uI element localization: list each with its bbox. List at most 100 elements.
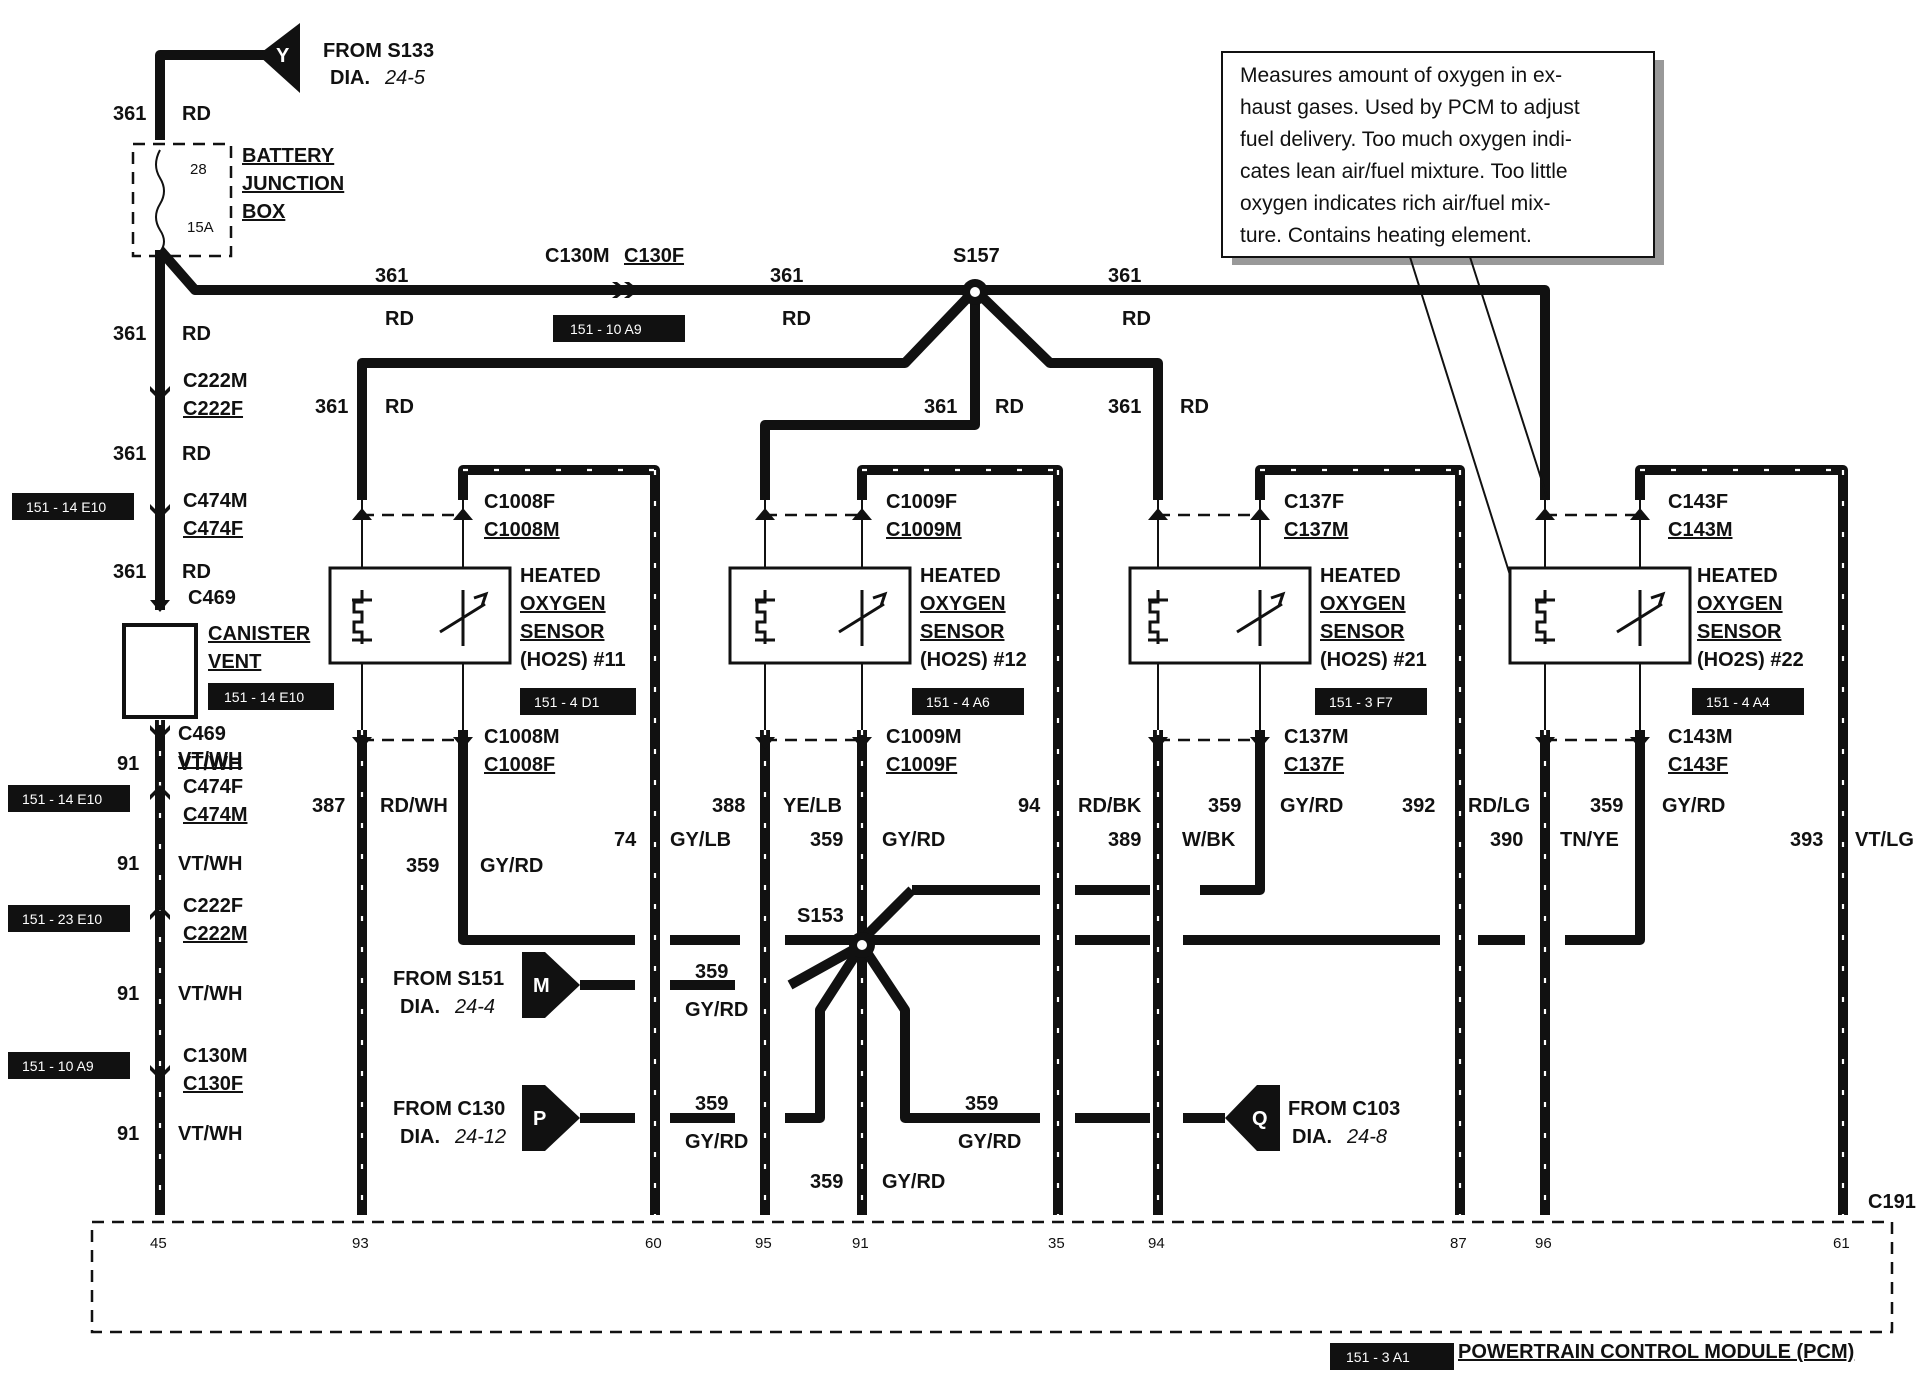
lbl-c474f: C474F — [183, 518, 243, 540]
lbl-gyrd: GY/RD — [685, 999, 748, 1021]
pin-label: 94 — [1148, 1235, 1165, 1252]
pin-label: 45 — [150, 1235, 167, 1252]
lbl-vtwh: VT/WH — [178, 983, 242, 1005]
pin-label: 96 — [1535, 1235, 1552, 1252]
lbl-gyrd: GY/RD — [958, 1131, 1021, 1153]
lbl-361: 361 — [1108, 396, 1141, 418]
lbl-rd: RD — [182, 103, 211, 125]
fuse-icon — [155, 149, 165, 253]
ref-tag: 151 - 4 D1 — [534, 694, 600, 710]
ho2s22-num: (HO2S) #22 — [1697, 649, 1804, 671]
lbl-c137m: C137M — [1284, 519, 1348, 541]
wire-361-ho2s21 — [971, 286, 1163, 500]
lbl-rd: RD — [182, 323, 211, 345]
lbl-c1009m: C1009M — [886, 519, 962, 541]
lbl-359: 359 — [965, 1093, 998, 1115]
source-p-label: FROM C130 — [393, 1098, 505, 1120]
pin-label: 91 — [852, 1235, 869, 1252]
lbl-gyrd: GY/RD — [480, 855, 543, 877]
ref-tag: 151 - 14 E10 — [224, 689, 304, 705]
lbl-c1008m: C1008M — [484, 726, 560, 748]
ho2s22-l1: HEATED — [1697, 565, 1778, 587]
lbl-vtwh: VT/WH — [178, 753, 242, 775]
splice-s157-dot — [970, 287, 980, 297]
wire-s153-m — [787, 940, 865, 990]
lbl-359: 359 — [810, 1171, 843, 1193]
lbl-c130m: C130M — [183, 1045, 247, 1067]
lbl-rdwh: RD/WH — [380, 795, 448, 817]
ho2s22-box — [1508, 566, 1692, 665]
note-line-2: haust gases. Used by PCM to adjust — [1240, 96, 1580, 119]
reference-tags: 151 - 10 A9 151 - 14 E10 151 - 14 E10 15… — [8, 315, 1804, 1370]
lbl-vtlg: VT/LG — [1855, 829, 1914, 851]
lbl-rdlg: RD/LG — [1468, 795, 1530, 817]
lbl-rd: RD — [182, 443, 211, 465]
ho2s12-l1: HEATED — [920, 565, 1001, 587]
lbl-c474f: C474F — [183, 776, 243, 798]
lbl-c1009f: C1009F — [886, 754, 957, 776]
lbl-361: 361 — [375, 265, 408, 287]
source-top-label: FROM S133 — [323, 40, 434, 62]
ref-tag: 151 - 3 F7 — [1329, 694, 1393, 710]
lbl-392: 392 — [1402, 795, 1435, 817]
c474-mark-top — [150, 504, 170, 519]
pcm-outline — [90, 1220, 1894, 1334]
lbl-rd: RD — [995, 396, 1024, 418]
lbl-s157: S157 — [953, 245, 1000, 267]
ho2s11-l1: HEATED — [520, 565, 601, 587]
ref-tag: 151 - 10 A9 — [570, 321, 642, 337]
note-line-6: ture. Contains heating element. — [1240, 224, 1532, 247]
lbl-c1008f: C1008F — [484, 491, 555, 513]
heater-and-sensor-icons — [352, 590, 1666, 646]
ho2s12-num: (HO2S) #12 — [920, 649, 1027, 671]
lbl-rd: RD — [385, 308, 414, 330]
c474-mark-bottom — [150, 785, 170, 800]
lbl-359: 359 — [695, 961, 728, 983]
lbl-rd: RD — [1180, 396, 1209, 418]
pin-label: 61 — [1833, 1235, 1850, 1252]
lbl-c143m: C143M — [1668, 726, 1732, 748]
ho2s12-box — [728, 566, 912, 665]
lbl-rdbk: RD/BK — [1078, 795, 1142, 817]
lbl-91: 91 — [117, 853, 139, 875]
fuse-amps: 15A — [187, 219, 214, 236]
lbl-361: 361 — [1108, 265, 1141, 287]
lbl-c143f: C143F — [1668, 754, 1728, 776]
lbl-wbk: W/BK — [1182, 829, 1236, 851]
lbl-c130f: C130F — [183, 1073, 243, 1095]
lbl-gyrd: GY/RD — [685, 1131, 748, 1153]
flag-m — [522, 952, 580, 1018]
connector-marks — [150, 282, 639, 1080]
source-q-label: FROM C103 — [1288, 1098, 1400, 1120]
lbl-91: 91 — [117, 753, 139, 775]
source-q-dia-prefix: DIA. — [1292, 1126, 1332, 1148]
ho2s22-l3: SENSOR — [1697, 621, 1782, 643]
lbl-94: 94 — [1018, 795, 1041, 817]
bus-359-21c — [858, 886, 916, 944]
lbl-c474m: C474M — [183, 804, 247, 826]
connector-dashes — [362, 513, 1640, 742]
c469-mark-bottom — [150, 725, 170, 740]
lbl-c1008f: C1008F — [484, 754, 555, 776]
lbl-389: 389 — [1108, 829, 1141, 851]
c222-mark-bottom — [150, 905, 170, 920]
bjb-outline — [131, 142, 233, 258]
source-m-dia-prefix: DIA. — [400, 996, 440, 1018]
source-m-label: FROM S151 — [393, 968, 504, 990]
wires — [155, 50, 1848, 1215]
lbl-393: 393 — [1790, 829, 1823, 851]
source-q-dia: 24-8 — [1346, 1126, 1387, 1148]
lbl-yelb: YE/LB — [783, 795, 842, 817]
flag-m-letter: M — [533, 975, 550, 997]
lbl-361: 361 — [113, 323, 146, 345]
lbl-c222f: C222F — [183, 398, 243, 420]
c469-arrow-top — [150, 600, 170, 612]
ho2s-sensors — [328, 500, 1692, 749]
lbl-361: 361 — [315, 396, 348, 418]
ho2s21-box — [1128, 566, 1312, 665]
note-line-4: cates lean air/fuel mixture. Too little — [1240, 160, 1568, 183]
lbl-rd: RD — [182, 561, 211, 583]
flag-y-letter: Y — [276, 45, 290, 67]
